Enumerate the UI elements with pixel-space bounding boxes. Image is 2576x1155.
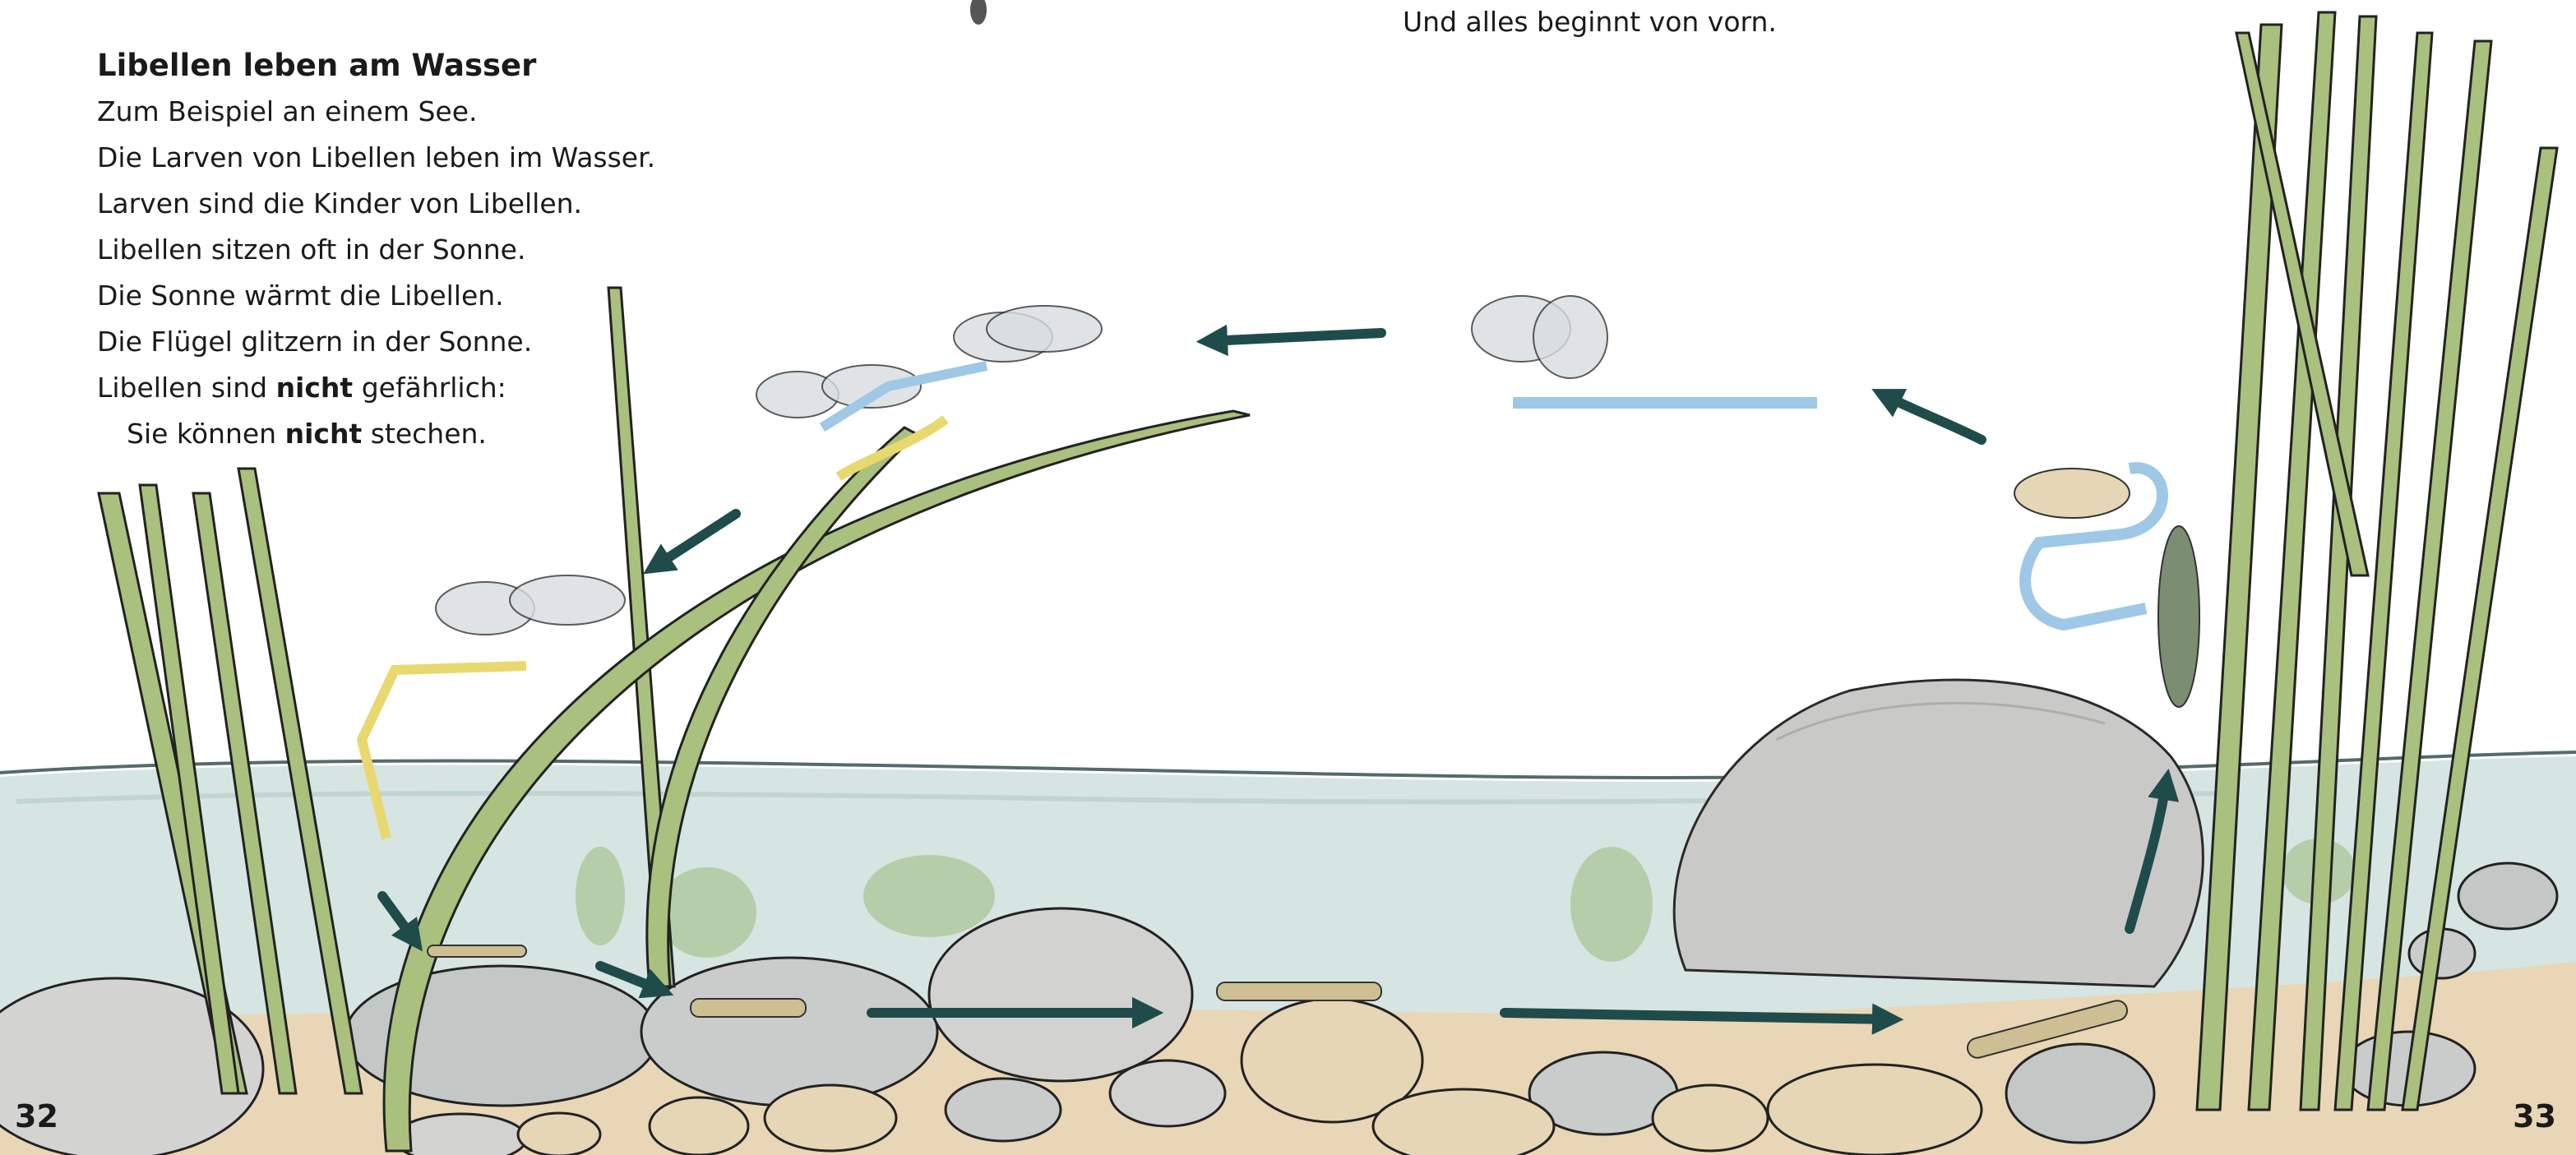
warning2-after: stechen. [362, 418, 487, 450]
left-text-block: Libellen leben am Wasser Zum Beispiel an… [97, 43, 655, 457]
arrow-icon [1209, 333, 1381, 341]
right-top-text: Und alles beginnt von vorn. [1403, 2, 1777, 43]
text-line: Larven sind die Kinder von Libellen. [97, 181, 655, 227]
text-line: Die Larven von Libellen leben im Wasser. [97, 135, 655, 181]
warning-line: Libellen sind nicht gefährlich: [97, 365, 655, 411]
arrow-icon [654, 514, 736, 567]
arrow-icon [1883, 395, 1982, 440]
warning-after: gefährlich: [353, 372, 506, 404]
big-rock [1674, 680, 2203, 986]
text-line: Zum Beispiel an einem See. [97, 89, 655, 135]
warning-line-2: Sie können nicht stechen. [97, 411, 655, 457]
warning-emphasis: nicht [276, 372, 354, 404]
arrow-icon [1505, 1013, 1891, 1019]
warning2-emphasis: nicht [285, 418, 363, 450]
text-line: Libellen sitzen oft in der Sonne. [97, 227, 655, 273]
dragonfly-emerging [2014, 468, 2199, 707]
dragonfly-blue-flying [1472, 296, 1817, 403]
warning2-before: Sie können [127, 418, 285, 450]
heading: Libellen leben am Wasser [97, 43, 655, 89]
text-line: Die Sonne wärmt die Libellen. [97, 273, 655, 319]
page-number-left: 32 [15, 1097, 58, 1136]
bug-icon [970, 0, 987, 25]
warning-before: Libellen sind [97, 372, 276, 404]
text-line: Die Flügel glitzern in der Sonne. [97, 319, 655, 365]
page-number-right: 33 [2513, 1097, 2556, 1136]
